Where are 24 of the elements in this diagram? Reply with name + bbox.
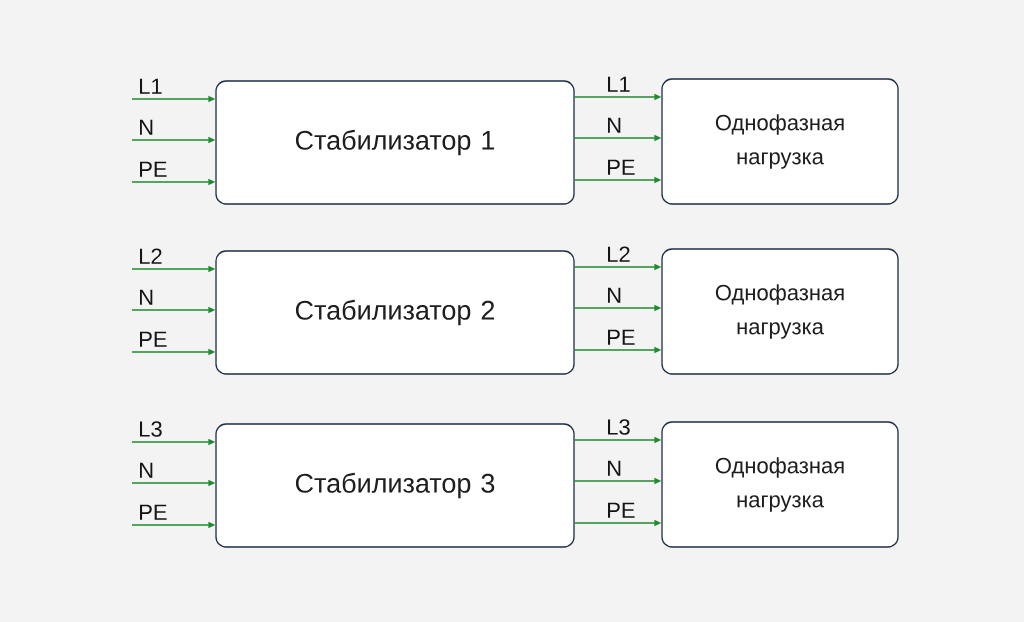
edge-label: L2 [608, 246, 630, 262]
edge-label: PE [608, 159, 635, 175]
edge-label: L3 [608, 419, 630, 435]
edge-label: N [140, 289, 153, 305]
edge-label: N [140, 462, 153, 478]
stabilizer-box: Стабилизатор 2 [215, 250, 575, 375]
edge-label: PE [608, 329, 635, 345]
edge-label: PE [140, 161, 167, 177]
stabilizer-box: Стабилизатор 1 [215, 80, 575, 205]
edge-label: PE [140, 504, 167, 520]
edge-label: L2 [140, 248, 162, 264]
load-box: Однофазная нагрузка [661, 248, 899, 375]
load-box: Однофазная нагрузка [661, 78, 899, 205]
load-box: Однофазная нагрузка [661, 421, 899, 548]
edge-label: L1 [608, 76, 630, 92]
edge-label: N [140, 119, 153, 135]
edge-label: N [608, 460, 621, 476]
stabilizer-box: Стабилизатор 3 [215, 423, 575, 548]
edge-label: PE [140, 331, 167, 347]
edge-label: PE [608, 502, 635, 518]
edge-label: L3 [140, 421, 162, 437]
edge-label: L1 [140, 78, 162, 94]
edge-label: N [608, 287, 621, 303]
edge-label: N [608, 117, 621, 133]
